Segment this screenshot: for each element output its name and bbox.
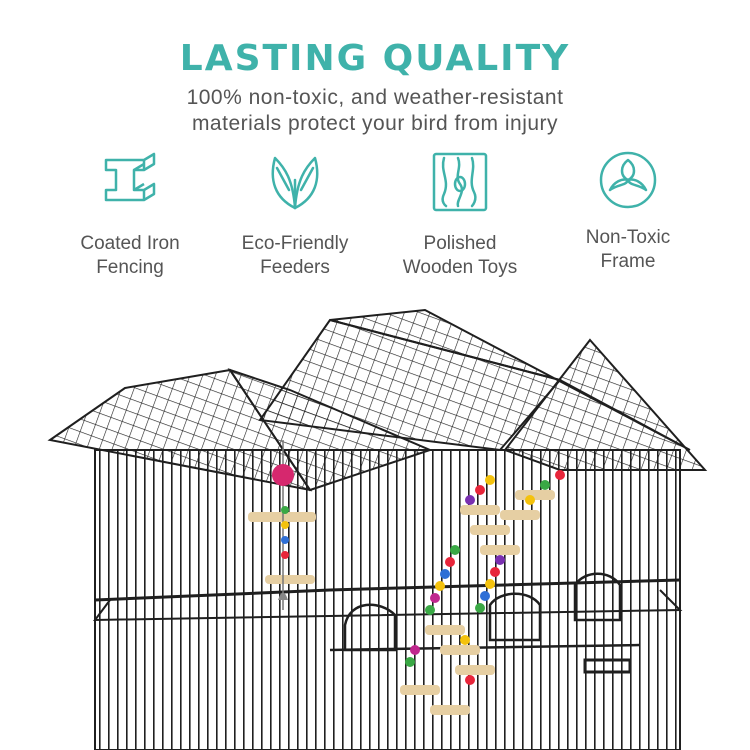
feature-iron-fencing-line1: Coated Iron [80, 233, 180, 254]
feature-eco-feeders-line2: Feeders [260, 257, 330, 278]
headline: LASTING QUALITY [179, 38, 571, 79]
iron-beam-icon [104, 152, 156, 202]
feature-eco-feeders-line1: Eco-Friendly [241, 233, 349, 254]
feature-wooden-toys-line1: Polished [423, 233, 497, 254]
leaf-icon [271, 156, 319, 210]
subtitle-line-2: materials protect your bird from injury [191, 112, 559, 135]
feature-wooden-toys: Polished Wooden Toys [375, 150, 545, 280]
wood-grain-icon [432, 152, 488, 212]
feature-nontoxic-frame-line1: Non-Toxic [585, 227, 671, 248]
feature-eco-feeders: Eco-Friendly Feeders [210, 150, 380, 280]
recycle-leaf-icon [599, 151, 657, 209]
feature-iron-fencing: Coated Iron Fencing [45, 150, 215, 280]
feature-iron-fencing-line2: Fencing [96, 257, 164, 278]
feature-wooden-toys-line2: Wooden Toys [402, 257, 518, 278]
bird-cage-photo [0, 300, 750, 750]
feature-nontoxic-frame: Non-Toxic Frame [543, 148, 713, 274]
feature-nontoxic-frame-line2: Frame [600, 251, 656, 272]
subtitle-line-1: 100% non-toxic, and weather-resistant [186, 86, 564, 109]
